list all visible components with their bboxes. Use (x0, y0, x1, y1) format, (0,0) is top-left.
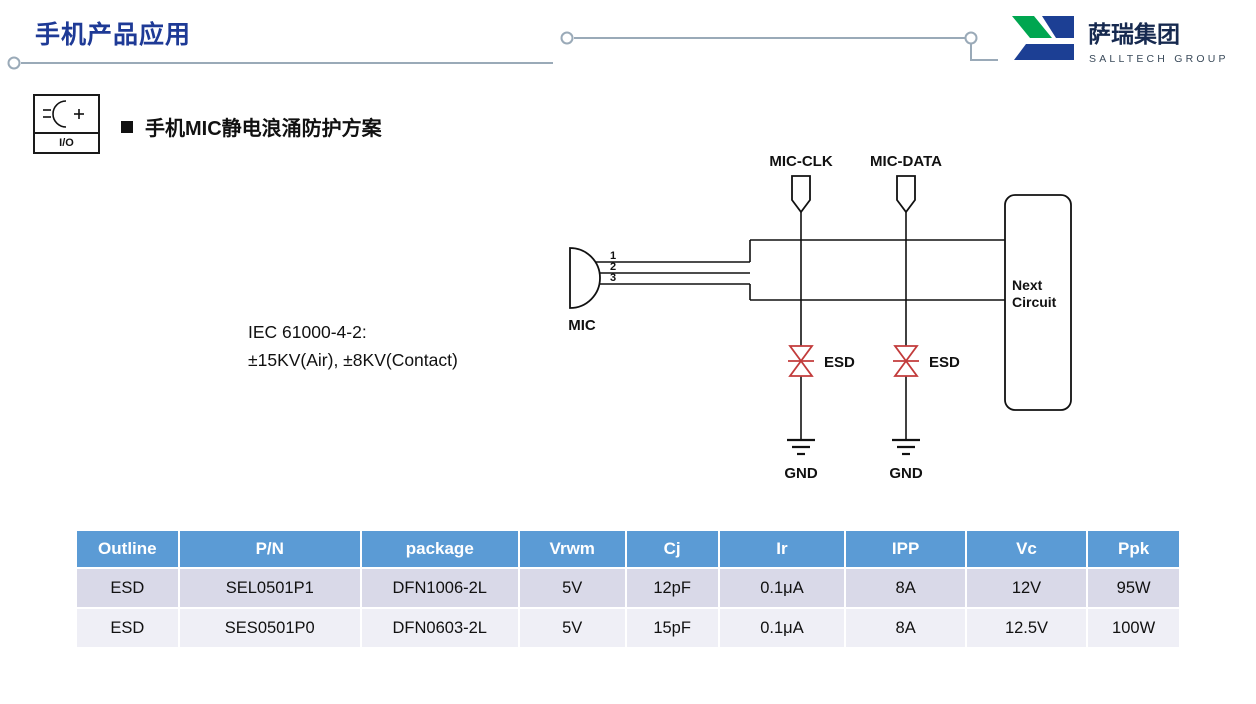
decor-connector (970, 44, 998, 61)
mic-data-label: MIC-DATA (870, 153, 942, 170)
column-header-cj: Cj (624, 529, 720, 569)
logo-company-subtitle: SALLTECH GROUP (1089, 53, 1229, 65)
circuit-schematic: MIC-CLK MIC-DATA 1 2 3 MIC (568, 153, 1072, 482)
mic-clk-label: MIC-CLK (769, 153, 832, 170)
gnd-icon-clk (787, 438, 815, 456)
mic-pin-2: 2 (610, 261, 616, 273)
column-header-package: package (359, 529, 520, 569)
esd-diode-clk-icon (788, 345, 814, 377)
logo-company-name: 萨瑞集团 (1088, 21, 1180, 47)
cell-cj: 12pF (624, 567, 720, 609)
mic-symbol-icon (569, 247, 601, 309)
cell-pn: SES0501P0 (177, 607, 362, 649)
cell-vrwm: 5V (517, 567, 627, 609)
cell-vc: 12.5V (964, 607, 1089, 649)
iec-standard-note: IEC 61000-4-2: ±15KV(Air), ±8KV(Contact) (248, 318, 458, 374)
table-row: ESD SES0501P0 DFN0603-2L 5V 15pF 0.1μA 8… (75, 607, 1181, 649)
decor-circle-mid-left (560, 31, 574, 45)
esd-diode-data-icon (893, 345, 919, 377)
cell-package: DFN0603-2L (359, 607, 520, 649)
column-header-outline: Outline (75, 529, 180, 569)
decor-circle-mid-right (964, 31, 978, 45)
iec-standard-line1: IEC 61000-4-2: (248, 322, 367, 342)
column-header-vrwm: Vrwm (517, 529, 627, 569)
cell-pn: SEL0501P1 (177, 567, 362, 609)
mic-pin-3: 3 (610, 272, 616, 284)
io-port-icon: I/O (33, 94, 100, 154)
cell-ppk: 95W (1086, 567, 1181, 609)
cell-ir: 0.1μA (717, 567, 847, 609)
cell-package: DFN1006-2L (359, 567, 520, 609)
square-bullet-icon (121, 120, 133, 133)
next-circuit-label-line1: Next (1012, 277, 1043, 293)
next-circuit-box (1004, 194, 1072, 411)
section-heading: 手机MIC静电浪涌防护方案 (121, 112, 382, 141)
io-label: I/O (35, 132, 98, 152)
mic-label: MIC (568, 317, 596, 334)
decor-circle-left (7, 56, 21, 70)
column-header-ir: Ir (717, 529, 847, 569)
header-decor (7, 31, 998, 70)
cell-ppk: 100W (1086, 607, 1181, 649)
cell-vc: 12V (964, 567, 1089, 609)
gnd-label-data: GND (889, 465, 923, 482)
mic-clk-connector-icon (791, 175, 811, 214)
logo-mark-icon (1012, 16, 1074, 60)
cell-vrwm: 5V (517, 607, 627, 649)
iec-standard-line2: ±15KV(Air), ±8KV(Contact) (248, 350, 458, 370)
esd-label-clk: ESD (824, 354, 855, 371)
cell-ipp: 8A (844, 567, 967, 609)
next-circuit-label-line2: Circuit (1012, 294, 1057, 310)
wires (596, 212, 1005, 440)
column-header-vc: Vc (964, 529, 1089, 569)
mic-pin-1: 1 (610, 250, 616, 262)
cell-cj: 15pF (624, 607, 720, 649)
table-row: ESD SEL0501P1 DFN1006-2L 5V 12pF 0.1μA 8… (75, 567, 1181, 609)
cell-ir: 0.1μA (717, 607, 847, 649)
company-logo: 萨瑞集团 SALLTECH GROUP (1012, 16, 1229, 65)
section-heading-text: 手机MIC静电浪涌防护方案 (145, 118, 382, 140)
cell-ipp: 8A (844, 607, 967, 649)
cell-outline: ESD (75, 567, 180, 609)
table-header-row: Outline P/N package Vrwm Cj Ir IPP Vc Pp… (75, 529, 1181, 569)
spec-table: Outline P/N package Vrwm Cj Ir IPP Vc Pp… (75, 529, 1181, 649)
cell-outline: ESD (75, 607, 180, 649)
mic-data-connector-icon (896, 175, 916, 214)
column-header-pn: P/N (177, 529, 362, 569)
io-symbol-icon (43, 100, 84, 128)
gnd-label-clk: GND (784, 465, 818, 482)
gnd-icon-data (892, 438, 920, 456)
page-title: 手机产品应用 (35, 21, 192, 49)
column-header-ipp: IPP (844, 529, 967, 569)
column-header-ppk: Ppk (1086, 529, 1181, 569)
esd-label-data: ESD (929, 354, 960, 371)
